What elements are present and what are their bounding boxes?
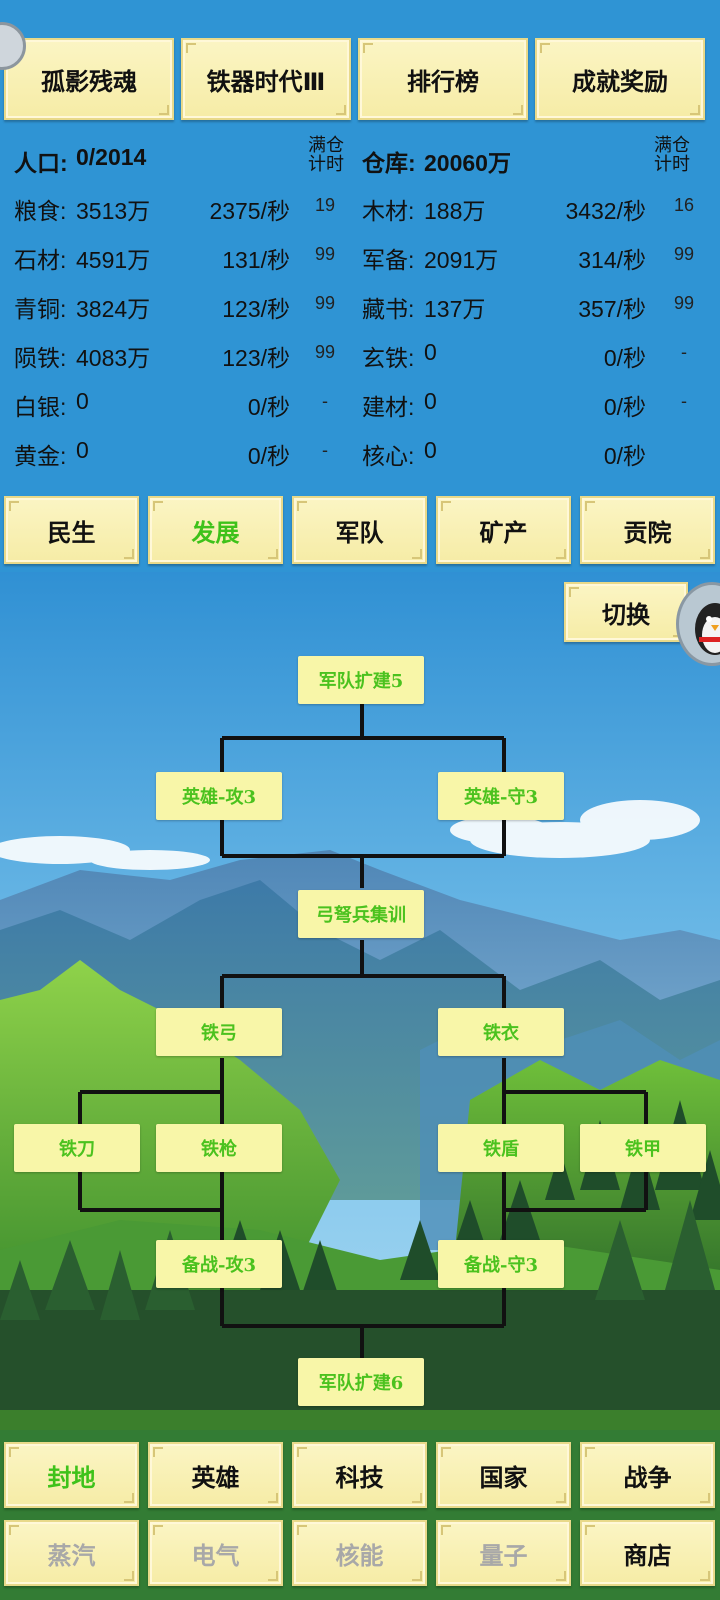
bottom-nav-tech[interactable]: 科技 [292,1442,427,1508]
resource-gold-rate: 0/秒 [247,443,290,469]
resource-stone-timer: 99 [314,244,336,264]
resource-armament-name: 军备: [362,247,415,273]
resource-silver-timer: - [322,391,328,411]
switch-button[interactable]: 切换 [564,582,688,642]
resource-buildmat-amount: 0 [424,388,437,414]
resource-food-rate: 2375/秒 [209,198,290,224]
resource-armament-timer: 99 [673,244,695,264]
tech-node-prep-attack-3[interactable]: 备战-攻3 [156,1240,282,1288]
resource-buildmat-rate: 0/秒 [603,394,646,420]
resource-stone-amount: 4591万 [76,247,151,273]
warehouse-value: 20060万 [424,150,511,176]
bottom-nav-hero[interactable]: 英雄 [148,1442,283,1508]
resource-bronze-rate: 123/秒 [222,296,290,322]
population-label: 人口: [14,150,68,176]
tech-node-hero-defense-3[interactable]: 英雄-守3 [438,772,564,820]
resource-wood-amount: 188万 [424,198,486,224]
resource-silver-rate: 0/秒 [247,394,290,420]
resource-meteoriron-rate: 123/秒 [222,345,290,371]
resource-gold-amount: 0 [76,437,89,463]
full-timer-header-right: 满仓 计时 [654,135,690,174]
bottom-nav-shop[interactable]: 商店 [580,1520,715,1586]
resource-food-name: 粮食: [14,198,67,224]
resource-darkiron-amount: 0 [424,339,437,365]
resource-armament-amount: 2091万 [424,247,499,273]
resource-core-rate: 0/秒 [603,443,646,469]
resource-darkiron-name: 玄铁: [362,345,415,371]
category-tab-academy[interactable]: 贡院 [580,496,715,564]
resource-bronze-timer: 99 [314,293,336,313]
resource-books-amount: 137万 [424,296,486,322]
tech-node-iron-bow[interactable]: 铁弓 [156,1008,282,1056]
bottom-nav-nuclear[interactable]: 核能 [292,1520,427,1586]
resource-core-amount: 0 [424,437,437,463]
resource-wood-timer: 16 [673,195,695,215]
resource-silver-name: 白银: [14,394,67,420]
resource-buildmat-timer: - [681,391,687,411]
resource-books-name: 藏书: [362,296,415,322]
category-tab-army[interactable]: 军队 [292,496,427,564]
resource-buildmat-name: 建材: [362,394,415,420]
tech-node-iron-spear[interactable]: 铁枪 [156,1124,282,1172]
tech-node-army-expand-5[interactable]: 军队扩建5 [298,656,424,704]
resource-food-amount: 3513万 [76,198,151,224]
top-tab-era[interactable]: 铁器时代Ⅲ [181,38,351,120]
resource-meteoriron-timer: 99 [314,342,336,362]
bottom-nav-war[interactable]: 战争 [580,1442,715,1508]
resource-gold-timer: - [322,440,328,460]
tech-node-iron-shield[interactable]: 铁盾 [438,1124,564,1172]
resource-meteoriron-name: 陨铁: [14,345,67,371]
resource-wood-rate: 3432/秒 [565,198,646,224]
resource-core-name: 核心: [362,443,415,469]
resource-gold-name: 黄金: [14,443,67,469]
top-tab-achievements[interactable]: 成就奖励 [535,38,705,120]
resource-stone-name: 石材: [14,247,67,273]
bottom-nav-nation[interactable]: 国家 [436,1442,571,1508]
resource-bronze-amount: 3824万 [76,296,151,322]
tech-node-army-expand-6[interactable]: 军队扩建6 [298,1358,424,1406]
resource-darkiron-rate: 0/秒 [603,345,646,371]
tech-node-iron-coat[interactable]: 铁衣 [438,1008,564,1056]
tech-node-prep-defense-3[interactable]: 备战-守3 [438,1240,564,1288]
top-tab-leaderboard[interactable]: 排行榜 [358,38,528,120]
resource-silver-amount: 0 [76,388,89,414]
resource-books-rate: 357/秒 [578,296,646,322]
category-tab-livelihood[interactable]: 民生 [4,496,139,564]
resource-meteoriron-amount: 4083万 [76,345,151,371]
resource-bronze-name: 青铜: [14,296,67,322]
tech-node-iron-armor[interactable]: 铁甲 [580,1124,706,1172]
resource-food-timer: 19 [314,195,336,215]
full-timer-header-left: 满仓 计时 [308,135,344,174]
warehouse-label: 仓库: [362,150,416,176]
bottom-nav-quantum[interactable]: 量子 [436,1520,571,1586]
tech-node-crossbow-training[interactable]: 弓弩兵集训 [298,890,424,938]
bottom-nav-electric[interactable]: 电气 [148,1520,283,1586]
category-tab-mining[interactable]: 矿产 [436,496,571,564]
population-value: 0/2014 [76,144,147,170]
resource-armament-rate: 314/秒 [578,247,646,273]
bottom-nav-fief[interactable]: 封地 [4,1442,139,1508]
resource-books-timer: 99 [673,293,695,313]
tech-node-iron-blade[interactable]: 铁刀 [14,1124,140,1172]
tech-node-hero-attack-3[interactable]: 英雄-攻3 [156,772,282,820]
resource-stone-rate: 131/秒 [222,247,290,273]
category-tab-development[interactable]: 发展 [148,496,283,564]
top-tab-character[interactable]: 孤影残魂 [4,38,174,120]
bottom-nav-steam[interactable]: 蒸汽 [4,1520,139,1586]
resource-wood-name: 木材: [362,198,415,224]
resource-darkiron-timer: - [681,342,687,362]
